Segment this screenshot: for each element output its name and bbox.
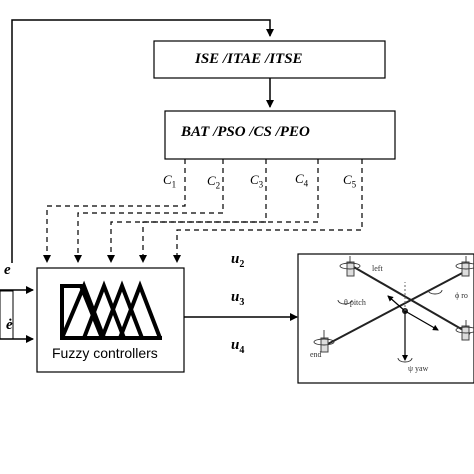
coefficient-label-c5: C5 xyxy=(343,172,357,190)
optimizers-box xyxy=(164,110,396,160)
input-arrows xyxy=(0,286,34,343)
membership-functions-icon xyxy=(60,280,162,340)
control-signal-u4: u4 xyxy=(231,337,245,356)
input-error-rate-label: ė xyxy=(6,317,13,333)
coefficient-label-c4: C4 xyxy=(295,171,309,189)
coefficient-label-c3: C3 xyxy=(250,172,264,190)
metrics-box-label: ISE /ITAE /ITSE xyxy=(195,51,303,67)
fuzzy-controllers-label: Fuzzy controllers xyxy=(52,345,158,361)
optimizers-box-label: BAT /PSO /CS /PEO xyxy=(181,124,310,140)
quad-label-pitch: θ pitch xyxy=(344,298,366,307)
quad-label-roll: ϕ ro xyxy=(455,291,468,300)
control-signal-u2: u2 xyxy=(231,251,245,270)
quad-label-yaw: ψ yaw xyxy=(408,364,429,373)
control-signal-u3: u3 xyxy=(231,289,245,308)
feedback-loop-line xyxy=(11,19,274,263)
coefficient-dashed-lines xyxy=(43,159,363,263)
coefficient-label-c2: C2 xyxy=(207,173,221,191)
quad-label-end: end xyxy=(310,350,322,359)
coefficient-label-c1: C1 xyxy=(163,172,177,190)
input-error-label: e xyxy=(4,262,11,278)
quadrotor-diagram xyxy=(297,253,474,384)
quad-label-left: left xyxy=(372,264,383,273)
